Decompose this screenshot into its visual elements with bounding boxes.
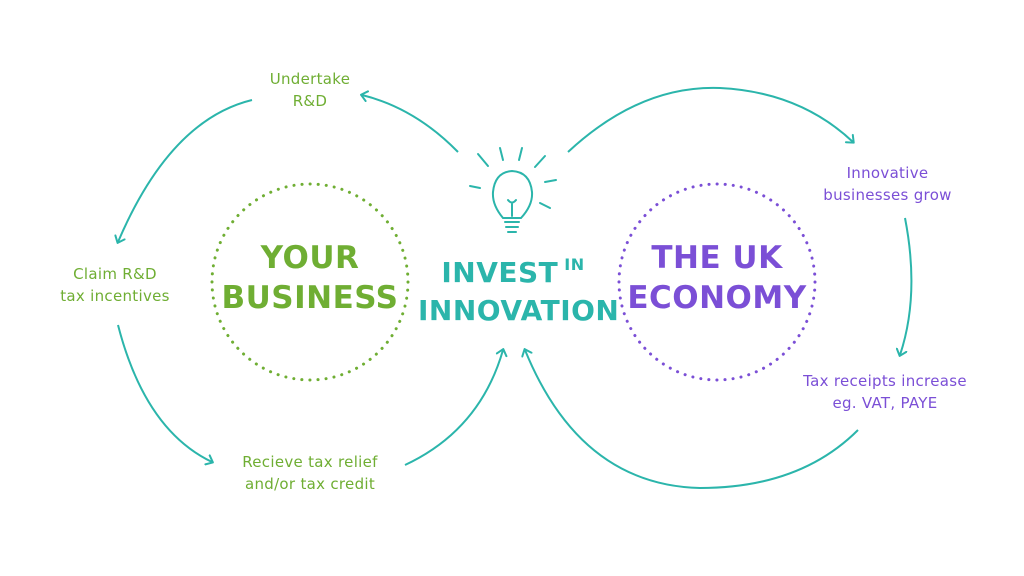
arc-top-center-right xyxy=(567,86,855,153)
arc-bottom-left xyxy=(117,324,214,466)
step-claim-line2: tax incentives xyxy=(60,287,170,305)
step-receipts-line1: Tax receipts increase xyxy=(803,372,967,390)
uk-economy-dotted-circle xyxy=(617,182,817,382)
your-business-line1: YOUR xyxy=(260,240,360,276)
uk-economy-title: THE UK ECONOMY xyxy=(617,238,817,318)
your-business-line2: BUSINESS xyxy=(221,280,399,316)
step-businesses-grow: Innovative businesses grow xyxy=(815,162,960,206)
your-business-title: YOUR BUSINESS xyxy=(210,238,410,318)
uk-economy-line1: THE UK xyxy=(651,240,783,276)
innovation-word: INNOVATION xyxy=(418,294,620,327)
step-grow-line2: businesses grow xyxy=(823,186,952,204)
step-receive-relief: Recieve tax relief and/or tax credit xyxy=(220,451,400,495)
step-undertake-rd: Undertake R&D xyxy=(250,68,370,112)
step-tax-receipts: Tax receipts increase eg. VAT, PAYE xyxy=(790,370,980,414)
step-undertake-line2: R&D xyxy=(292,92,328,110)
arc-top-center-left xyxy=(360,90,459,153)
step-receive-line2: and/or tax credit xyxy=(244,475,376,493)
step-grow-line1: Innovative xyxy=(846,164,929,182)
in-word: IN xyxy=(564,255,585,274)
arc-top-left xyxy=(114,99,253,244)
step-claim-incentives: Claim R&D tax incentives xyxy=(50,263,180,307)
invest-in-line: INVEST IN xyxy=(418,246,608,292)
step-receive-line1: Recieve tax relief xyxy=(242,453,378,471)
arc-right xyxy=(895,217,913,357)
lightbulb-icon xyxy=(469,147,557,233)
invest-in-innovation-title: INVEST IN INNOVATION xyxy=(418,246,620,330)
uk-economy-line2: ECONOMY xyxy=(627,280,807,316)
step-undertake-line1: Undertake xyxy=(269,70,351,88)
step-claim-line1: Claim R&D xyxy=(73,265,157,283)
your-business-dotted-circle xyxy=(210,182,410,382)
invest-word: INVEST xyxy=(441,256,559,289)
step-receipts-line2: eg. VAT, PAYE xyxy=(832,394,938,412)
arc-bottom-right xyxy=(521,348,859,490)
arc-bottom-center-left xyxy=(404,348,508,466)
